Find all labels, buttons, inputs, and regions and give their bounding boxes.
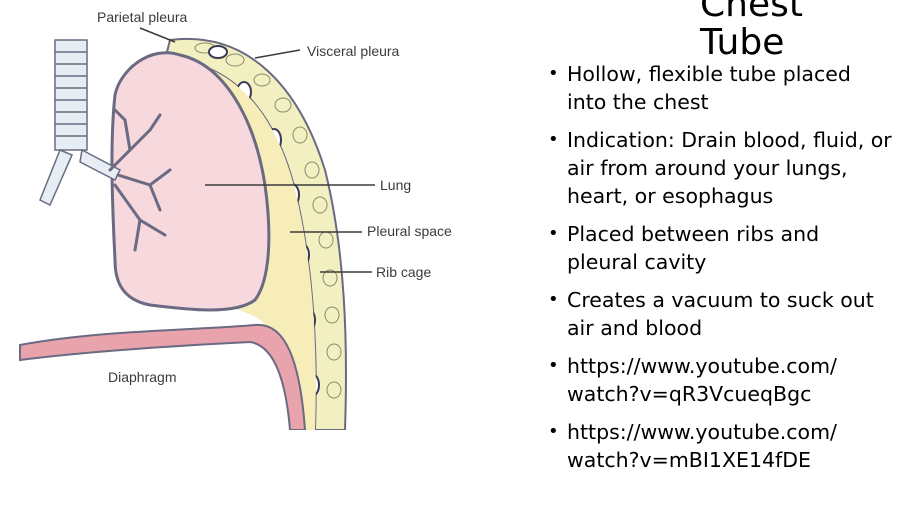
bullet-item: Placed between ribs and pleural cavity — [548, 220, 893, 276]
label-parietal-pleura: Parietal pleura — [97, 9, 187, 25]
label-visceral-pleura: Visceral pleura — [307, 43, 400, 59]
diaphragm-shape — [19, 323, 307, 430]
bullet-link[interactable]: https://www.youtube.com/ watch?v=mBI1XE1… — [548, 418, 893, 474]
slide-title: Chest Tube — [700, 0, 890, 62]
bullet-item: Creates a vacuum to suck out air and blo… — [548, 286, 893, 342]
lung-shape — [110, 51, 271, 312]
slide-title-line-2: Tube — [700, 22, 785, 63]
label-lung: Lung — [380, 177, 411, 193]
bullet-list: Hollow, flexible tube placed into the ch… — [548, 60, 893, 484]
bronchial-tree — [108, 108, 172, 252]
trachea — [39, 39, 121, 207]
leader-lines — [139, 27, 375, 273]
slide-title-line-1: Chest — [700, 0, 803, 25]
label-pleural-space: Pleural space — [367, 223, 452, 239]
bullet-item: Hollow, flexible tube placed into the ch… — [548, 60, 893, 116]
chest-anatomy-diagram: Parietal pleura Visceral pleura Lung Ple… — [19, 9, 452, 430]
label-diaphragm: Diaphragm — [108, 369, 176, 385]
bullet-link[interactable]: https://www.youtube.com/ watch?v=qR3Vcue… — [548, 352, 893, 408]
bullet-item: Indication: Drain blood, fluid, or air f… — [548, 126, 893, 210]
label-rib-cage: Rib cage — [376, 264, 431, 280]
